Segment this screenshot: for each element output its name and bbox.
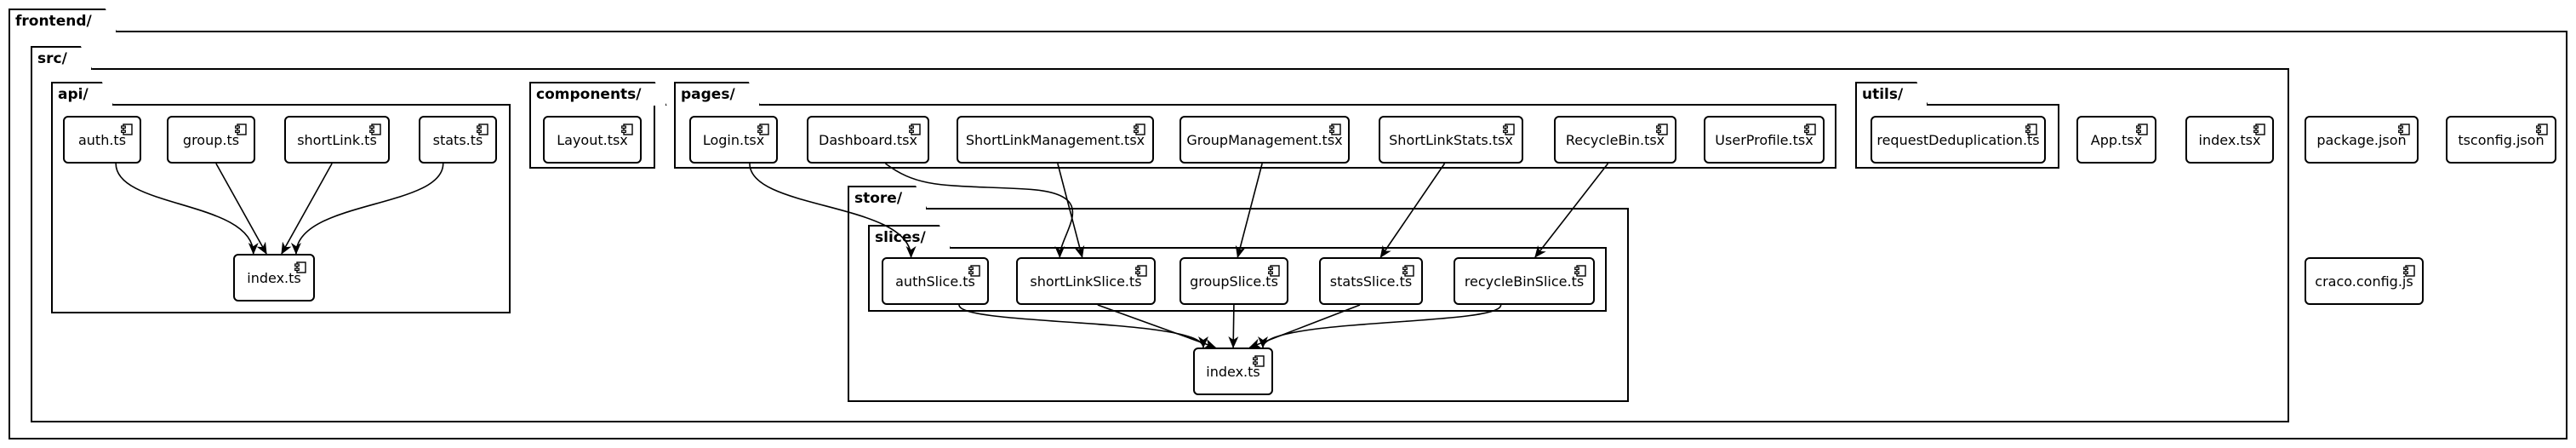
file-label: Layout.tsx <box>557 131 628 148</box>
file-label: tsconfig.json <box>2458 131 2545 148</box>
file-label: index.ts <box>247 269 301 286</box>
file-label: Login.tsx <box>702 131 765 148</box>
file-recycle-bin-slice[interactable]: recycleBinSlice.ts <box>1454 257 1595 305</box>
component-icon <box>2253 123 2265 135</box>
component-icon <box>1253 355 1265 367</box>
file-label: UserProfile.tsx <box>1715 131 1813 148</box>
component-icon <box>1503 123 1515 135</box>
file-label: index.tsx <box>2198 131 2261 148</box>
file-page-shortlink-management[interactable]: ShortLinkManagement.tsx <box>957 116 1154 164</box>
file-label: statsSlice.ts <box>1329 273 1413 290</box>
component-icon <box>1574 265 1586 277</box>
component-icon <box>235 123 247 135</box>
component-icon <box>1135 265 1147 277</box>
file-label: ShortLinkManagement.tsx <box>965 131 1145 148</box>
package-label-slices: slices/ <box>868 225 951 249</box>
file-api-index[interactable]: index.ts <box>233 254 315 302</box>
file-request-deduplication[interactable]: requestDeduplication.ts <box>1871 116 2046 164</box>
package-label-components: components/ <box>529 82 667 106</box>
component-icon <box>909 123 921 135</box>
file-label: groupSlice.ts <box>1190 273 1278 290</box>
file-stats-slice[interactable]: statsSlice.ts <box>1319 257 1423 305</box>
file-api-stats[interactable]: stats.ts <box>419 116 497 164</box>
file-src-index[interactable]: index.tsx <box>2185 116 2274 164</box>
file-craco-config[interactable]: craco.config.js <box>2305 257 2424 305</box>
file-label: auth.ts <box>77 131 127 148</box>
file-api-shortlink[interactable]: shortLink.ts <box>284 116 390 164</box>
file-api-group[interactable]: group.ts <box>167 116 255 164</box>
component-icon <box>1268 265 1280 277</box>
package-label-pages: pages/ <box>674 82 761 106</box>
package-label-api: api/ <box>51 82 114 106</box>
package-label-store: store/ <box>848 186 928 210</box>
component-icon <box>477 123 488 135</box>
package-label-frontend: frontend/ <box>9 9 117 32</box>
file-auth-slice[interactable]: authSlice.ts <box>882 257 989 305</box>
component-icon <box>1134 123 1145 135</box>
component-icon <box>121 123 133 135</box>
file-shortlink-slice[interactable]: shortLinkSlice.ts <box>1016 257 1156 305</box>
file-label: requestDeduplication.ts <box>1876 131 2040 148</box>
component-icon <box>621 123 633 135</box>
component-icon <box>369 123 381 135</box>
file-page-login[interactable]: Login.tsx <box>689 116 778 164</box>
file-page-user-profile[interactable]: UserProfile.tsx <box>1704 116 1825 164</box>
file-layout[interactable]: Layout.tsx <box>543 116 642 164</box>
file-app[interactable]: App.tsx <box>2076 116 2156 164</box>
file-label: shortLink.ts <box>297 131 377 148</box>
component-icon <box>1402 265 1414 277</box>
file-page-group-management[interactable]: GroupManagement.tsx <box>1179 116 1350 164</box>
component-icon <box>1804 123 1816 135</box>
file-label: App.tsx <box>2090 131 2143 148</box>
file-api-auth[interactable]: auth.ts <box>63 116 141 164</box>
file-page-dashboard[interactable]: Dashboard.tsx <box>807 116 929 164</box>
file-page-shortlink-stats[interactable]: ShortLinkStats.tsx <box>1379 116 1523 164</box>
file-label: ShortLinkStats.tsx <box>1389 131 1513 148</box>
file-label: group.ts <box>182 131 240 148</box>
component-icon <box>2403 265 2415 277</box>
component-icon <box>1329 123 1341 135</box>
file-package-json[interactable]: package.json <box>2305 116 2419 164</box>
package-label-src: src/ <box>31 46 93 70</box>
file-label: shortLinkSlice.ts <box>1030 273 1142 290</box>
file-label: package.json <box>2316 131 2407 148</box>
package-label-utils: utils/ <box>1855 82 1928 106</box>
component-icon <box>2136 123 2148 135</box>
file-page-recycle-bin[interactable]: RecycleBin.tsx <box>1554 116 1676 164</box>
component-icon <box>1656 123 1668 135</box>
file-label: GroupManagement.tsx <box>1186 131 1343 148</box>
component-icon <box>294 261 306 273</box>
component-icon <box>968 265 980 277</box>
file-label: index.ts <box>1206 363 1260 380</box>
component-icon <box>2536 123 2548 135</box>
component-icon <box>2398 123 2410 135</box>
file-group-slice[interactable]: groupSlice.ts <box>1179 257 1288 305</box>
file-tsconfig-json[interactable]: tsconfig.json <box>2446 116 2556 164</box>
file-label: Dashboard.tsx <box>819 131 917 148</box>
component-icon <box>2025 123 2037 135</box>
file-label: craco.config.js <box>2315 273 2413 290</box>
file-label: recycleBinSlice.ts <box>1464 273 1585 290</box>
file-label: authSlice.ts <box>895 273 975 290</box>
file-label: RecycleBin.tsx <box>1565 131 1665 148</box>
file-store-index[interactable]: index.ts <box>1193 347 1273 395</box>
component-icon <box>757 123 769 135</box>
file-label: stats.ts <box>432 131 483 148</box>
